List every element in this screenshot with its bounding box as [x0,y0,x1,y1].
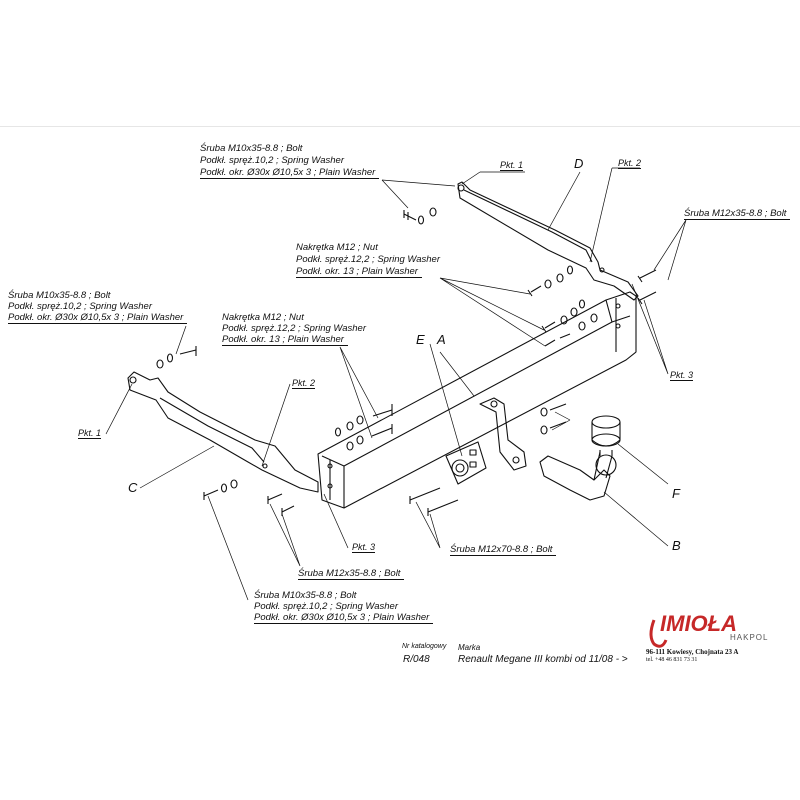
label-bottom-bolt-1: Śruba M10x35-8.8 ; Bolt [254,590,357,601]
brand-hook-logo [649,619,668,648]
label-left-bolt-3: Podkł. okr. Ø30x Ø10,5x 3 ; Plain Washer [8,312,188,324]
bracket-c [127,371,319,493]
ball-arm-b [539,451,613,501]
part-letter-b: B [672,538,681,553]
pkt1-left-label: Pkt. 1 [78,428,102,439]
hitch-mount-plate [479,397,527,471]
company-address: 96-111 Kowiesy, Chojnata 23 A [646,648,739,656]
label-left-bolt-2: Podkł. spręż.10,2 ; Spring Washer [8,301,152,312]
part-letter-e: E [416,332,425,347]
label-nut-lower-2: Podkł. spręż.12,2 ; Spring Washer [222,323,366,334]
pkt2-top-label: Pkt. 2 [618,158,642,169]
label-nut-lower-1: Nakrętka M12 ; Nut [222,312,304,323]
leader-lines [105,167,687,601]
label-bottom-bolt-2: Podkł. spręż.10,2 ; Spring Washer [254,601,398,612]
part-letter-a: A [437,332,446,347]
pkt3-right-label: Pkt. 3 [670,370,694,381]
make-value: Renault Megane III kombi od 11/08 - > [458,654,628,665]
catalog-number: R/048 [403,654,430,665]
label-bottom-bolt-3: Podkł. okr. Ø30x Ø10,5x 3 ; Plain Washer [254,612,434,624]
brand-sub: HAKPOL [730,633,769,642]
label-left-bolt-1: Śruba M10x35-8.8 ; Bolt [8,290,111,301]
part-letter-f: F [672,486,680,501]
part-letter-c: C [128,480,138,495]
label-top-bolt-2: Podkł. spręż.10,2 ; Spring Washer [200,155,344,166]
crossbar-a [317,291,637,509]
label-bolt-m12x35-bottom: Śruba M12x35-8.8 ; Bolt [298,568,405,580]
label-nut-upper-2: Podkł. spręż.12,2 ; Spring Washer [296,254,440,265]
company-phone: tel. +48 46 831 73 31 [646,657,698,663]
brand-name: IMIOŁA [660,611,737,636]
pkt2-left-label: Pkt. 2 [292,378,316,389]
make-caption: Marka [458,643,481,652]
bracket-d [457,181,639,301]
catalog-caption: Nr katalogowy [402,643,447,650]
label-top-bolt-1: Śruba M10x35-8.8 ; Bolt [200,143,303,154]
label-top-bolt-3: Podkł. okr. Ø30x Ø10,5x 3 ; Plain Washer [200,167,380,179]
label-nut-upper-1: Nakrętka M12 ; Nut [296,242,378,253]
label-nut-lower-3: Podkł. okr. 13 ; Plain Washer [222,334,348,346]
ball-f [591,415,621,476]
label-bolt-m12x35-right: Śruba M12x35-8.8 ; Bolt [684,208,791,220]
page-top-rule [0,126,800,127]
hardware-left [156,346,567,451]
pkt3-bottom-label: Pkt. 3 [352,542,376,553]
part-letter-d: D [574,156,584,171]
label-nut-upper-3: Podkł. okr. 13 ; Plain Washer [296,266,422,278]
socket-plate-e [445,441,487,485]
hardware-bottom [203,479,459,516]
hardware-top [403,207,657,347]
label-bolt-m12x70: Śruba M12x70-8.8 ; Bolt [450,544,557,556]
pkt1-top-label: Pkt. 1 [500,160,524,171]
